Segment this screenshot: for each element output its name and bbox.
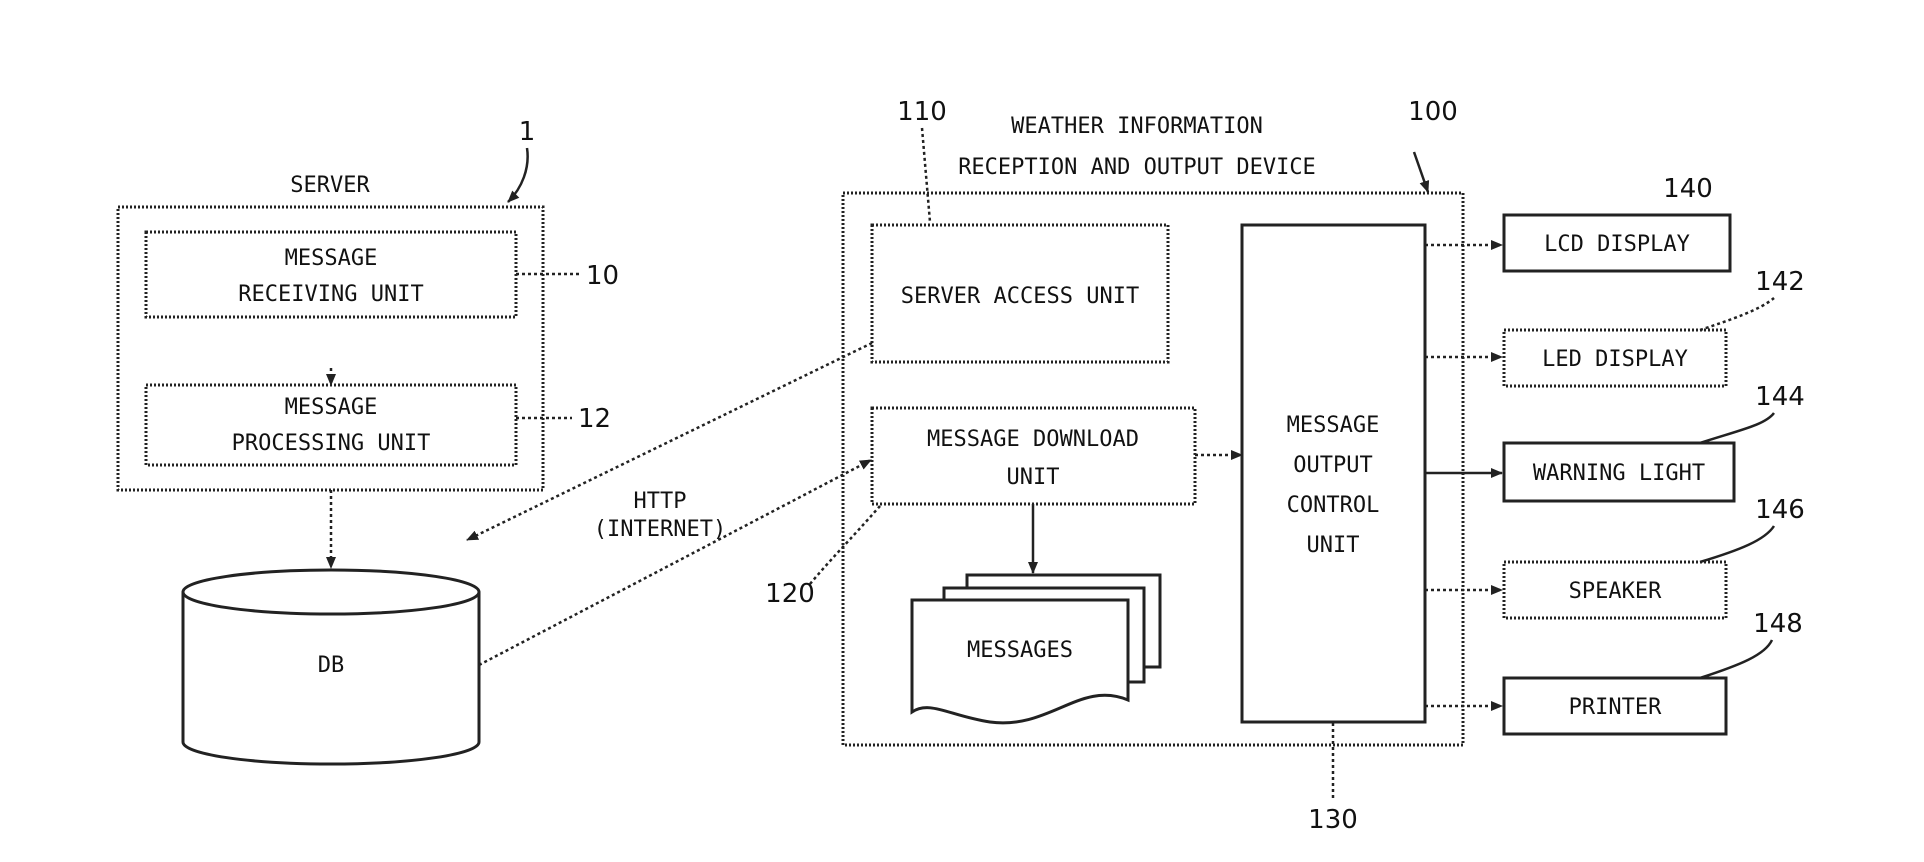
ref-142-leader — [1700, 298, 1774, 330]
processing-unit-label-2: PROCESSING UNIT — [232, 431, 431, 456]
printer-ref: 148 — [1753, 609, 1803, 639]
ref-12: 12 — [578, 404, 611, 434]
http-label: HTTP — [634, 489, 687, 514]
processing-unit-label-1: MESSAGE — [285, 395, 378, 420]
output-control-label-1: MESSAGE — [1287, 413, 1380, 438]
ref-148-leader — [1700, 640, 1772, 678]
output-control-ref: 130 — [1308, 805, 1358, 835]
output-control-label-3: CONTROL — [1287, 493, 1380, 518]
download-unit-label-1: MESSAGE DOWNLOAD — [927, 427, 1139, 452]
download-unit-ref: 120 — [765, 579, 815, 609]
server-access-unit-ref: 110 — [897, 97, 947, 127]
receiving-unit-label-2: RECEIVING UNIT — [238, 282, 423, 307]
led-display-label: LED DISPLAY — [1542, 347, 1688, 372]
led-display-ref: 142 — [1755, 267, 1805, 297]
device-ref-leader — [1414, 152, 1428, 192]
download-unit-label-2: UNIT — [1007, 465, 1060, 490]
ref-10: 10 — [586, 261, 619, 291]
ref-120-leader — [810, 506, 880, 584]
db-cylinder-body — [183, 592, 479, 764]
server-access-unit-label: SERVER ACCESS UNIT — [901, 284, 1139, 309]
server-ref: 1 — [519, 117, 536, 147]
warning-light-label: WARNING LIGHT — [1533, 461, 1705, 486]
speaker-label: SPEAKER — [1569, 579, 1662, 604]
output-control-label-4: UNIT — [1307, 533, 1360, 558]
db-label: DB — [318, 653, 345, 678]
server-ref-leader — [508, 148, 528, 202]
ref-144-leader — [1700, 413, 1774, 443]
db-cylinder-top — [183, 570, 479, 614]
device-title-2: RECEPTION AND OUTPUT DEVICE — [958, 155, 1316, 180]
lcd-display-label: LCD DISPLAY — [1544, 232, 1690, 257]
internet-label: (INTERNET) — [594, 517, 726, 542]
speaker-ref: 146 — [1755, 495, 1805, 525]
device-ref: 100 — [1408, 97, 1458, 127]
ref-146-leader — [1700, 526, 1774, 562]
receiving-unit-label-1: MESSAGE — [285, 246, 378, 271]
warning-light-ref: 144 — [1755, 382, 1805, 412]
printer-label: PRINTER — [1569, 695, 1662, 720]
messages-label: MESSAGES — [967, 638, 1073, 663]
lcd-display-ref: 140 — [1663, 174, 1713, 204]
output-control-label-2: OUTPUT — [1293, 453, 1372, 478]
device-title-1: WEATHER INFORMATION — [1011, 114, 1263, 139]
ref-110-leader — [922, 128, 930, 222]
server-title: SERVER — [290, 173, 370, 198]
